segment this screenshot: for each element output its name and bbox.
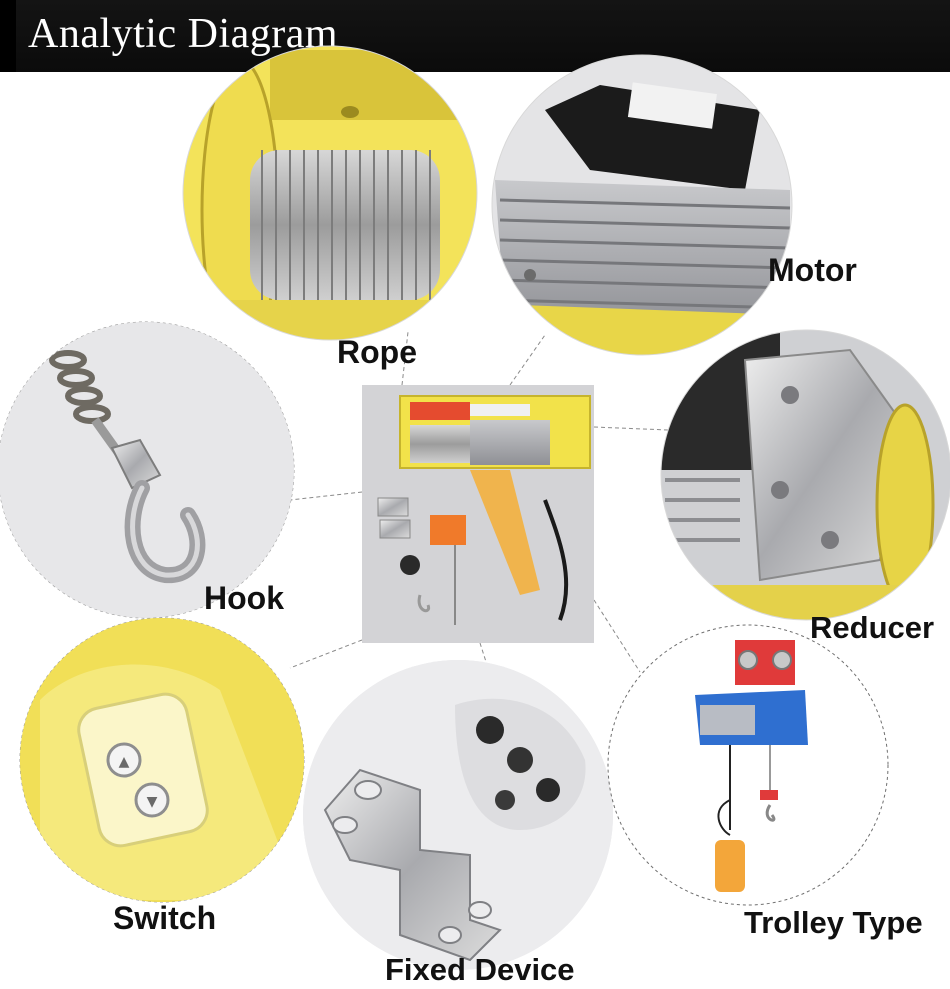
connector-reducer xyxy=(593,426,669,431)
label-fixed-device: Fixed Device xyxy=(385,952,575,987)
connector-rope xyxy=(401,331,409,386)
svg-text:▲: ▲ xyxy=(119,754,130,770)
rope-photo xyxy=(182,45,478,341)
label-hook: Hook xyxy=(204,580,284,616)
label-reducer: Reducer xyxy=(810,610,935,645)
page-title: Analytic Diagram xyxy=(28,11,339,57)
fixed-device-photo xyxy=(303,660,613,970)
motor-photo xyxy=(491,54,793,356)
label-switch: Switch xyxy=(113,900,217,936)
connector-trolley xyxy=(593,599,641,673)
label-motor: Motor xyxy=(768,252,857,288)
connector-motor xyxy=(509,334,546,386)
switch-photo: ▲ ▼ xyxy=(19,617,305,903)
label-trolley-type: Trolley Type xyxy=(744,905,923,940)
label-rope: Rope xyxy=(337,334,417,370)
center-hoist-photo xyxy=(362,385,594,643)
header-stripe xyxy=(0,0,16,72)
connector-hook xyxy=(289,491,363,501)
connector-switch xyxy=(289,639,363,669)
trolley-type-photo xyxy=(607,624,889,906)
svg-text:▼: ▼ xyxy=(147,794,158,810)
hook-photo xyxy=(0,321,295,619)
header-bar: Analytic Diagram xyxy=(0,0,950,72)
reducer-photo xyxy=(660,329,950,621)
